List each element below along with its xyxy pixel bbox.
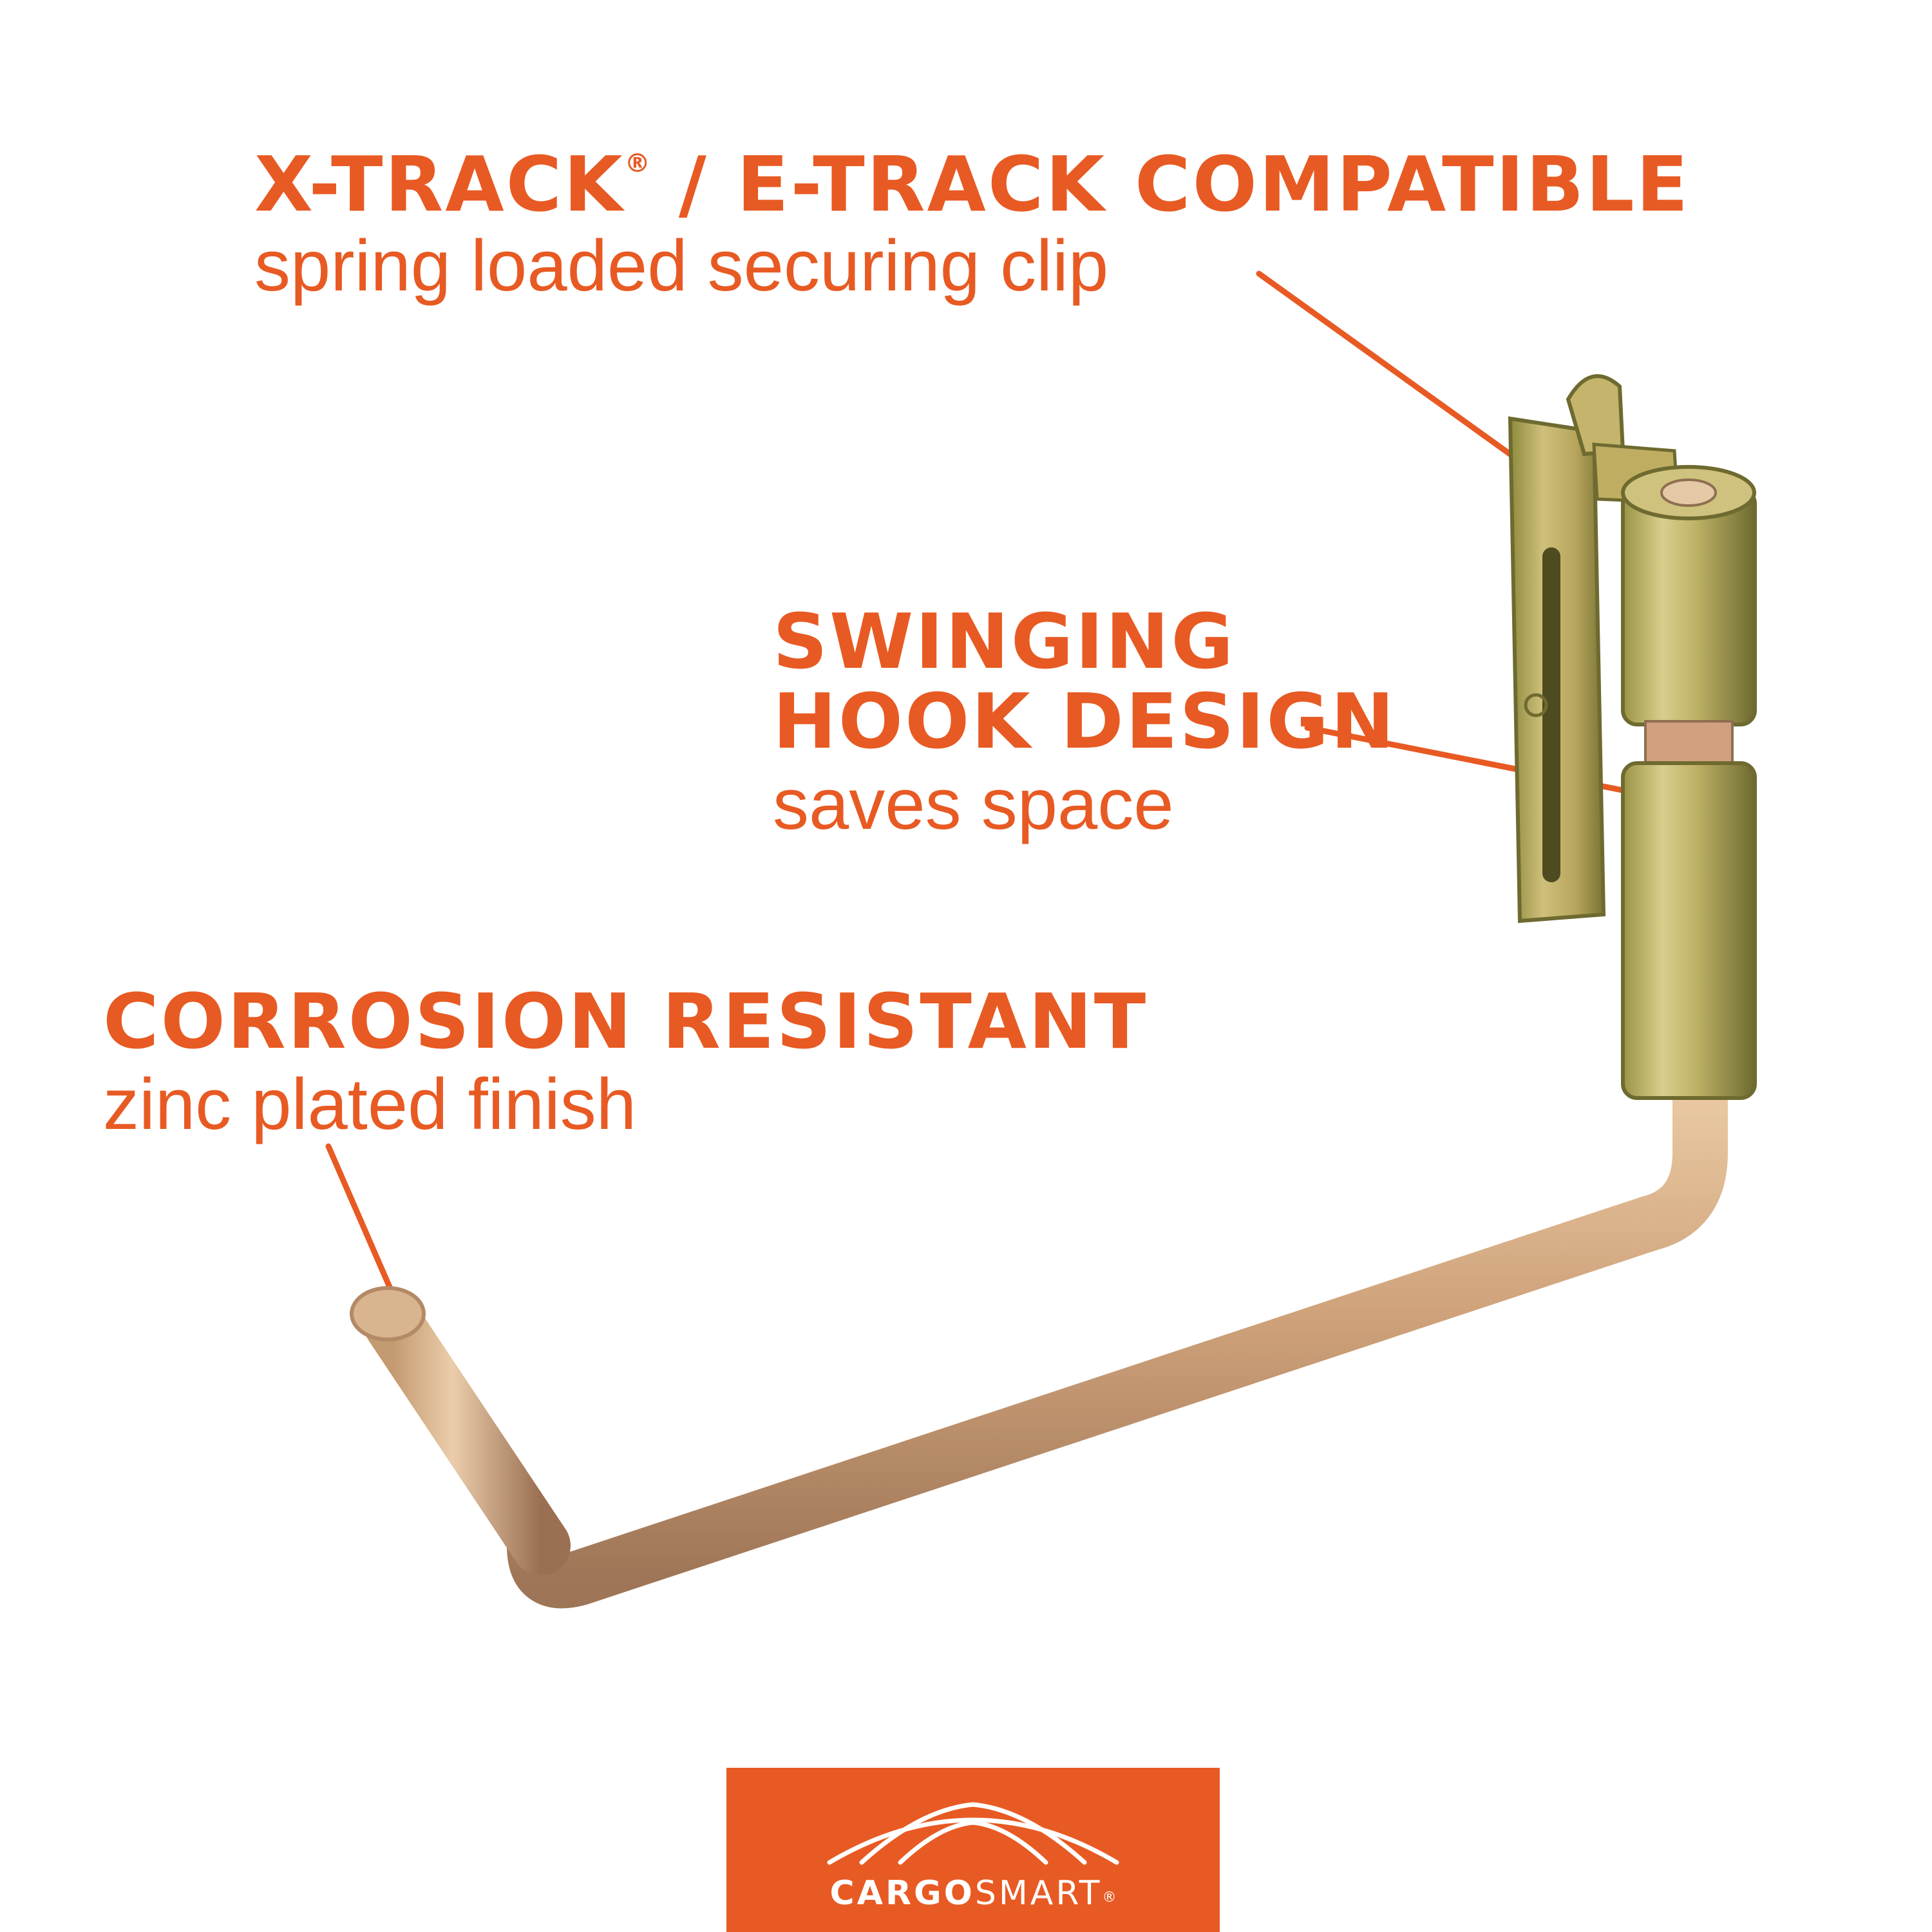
callout-track-compatible: X-TRACK® / E-TRACK COMPATIBLE spring loa… (254, 144, 1690, 306)
leader-line-swing (1304, 724, 1684, 805)
callout-swing-line2: HOOK DESIGN (773, 676, 1396, 766)
callout-track-sub: spring loaded securing clip (254, 225, 1109, 306)
brand-word-cargo: CARGO (829, 1874, 975, 1913)
callout-swinging-hook: SWINGING HOOK DESIGN saves space (773, 597, 1396, 844)
callout-track-headline: X-TRACK® / E-TRACK COMPATIBLE (254, 144, 1690, 225)
rod-end-cap (350, 1286, 426, 1341)
callout-corrosion-sub: zinc plated finish (103, 1063, 637, 1144)
callout-corrosion-headline: CORROSION RESISTANT (103, 977, 1148, 1066)
track-plate (1508, 374, 1680, 923)
callout-swing-line1: SWINGING (773, 597, 1236, 686)
arch-icon (827, 1802, 1119, 1865)
brand-registered-mark: ® (1102, 1889, 1117, 1906)
hook-rod (350, 1067, 1728, 1609)
brand-word-smart: SMART (974, 1874, 1103, 1913)
headline-etrack: / E-TRACK COMPATIBLE (650, 140, 1690, 229)
brand-wordmark: CARGOSMART® (726, 1874, 1220, 1913)
callout-corrosion-resistant: CORROSION RESISTANT zinc plated finish (103, 977, 1148, 1144)
brand-logo: CARGOSMART® (726, 1768, 1220, 1932)
pivot-barrel (1621, 465, 1757, 1100)
registered-mark: ® (624, 149, 650, 178)
leader-line-corrosion (325, 1143, 396, 1298)
headline-xtrack: X-TRACK (254, 140, 625, 229)
callout-swing-sub: saves space (773, 763, 1174, 844)
